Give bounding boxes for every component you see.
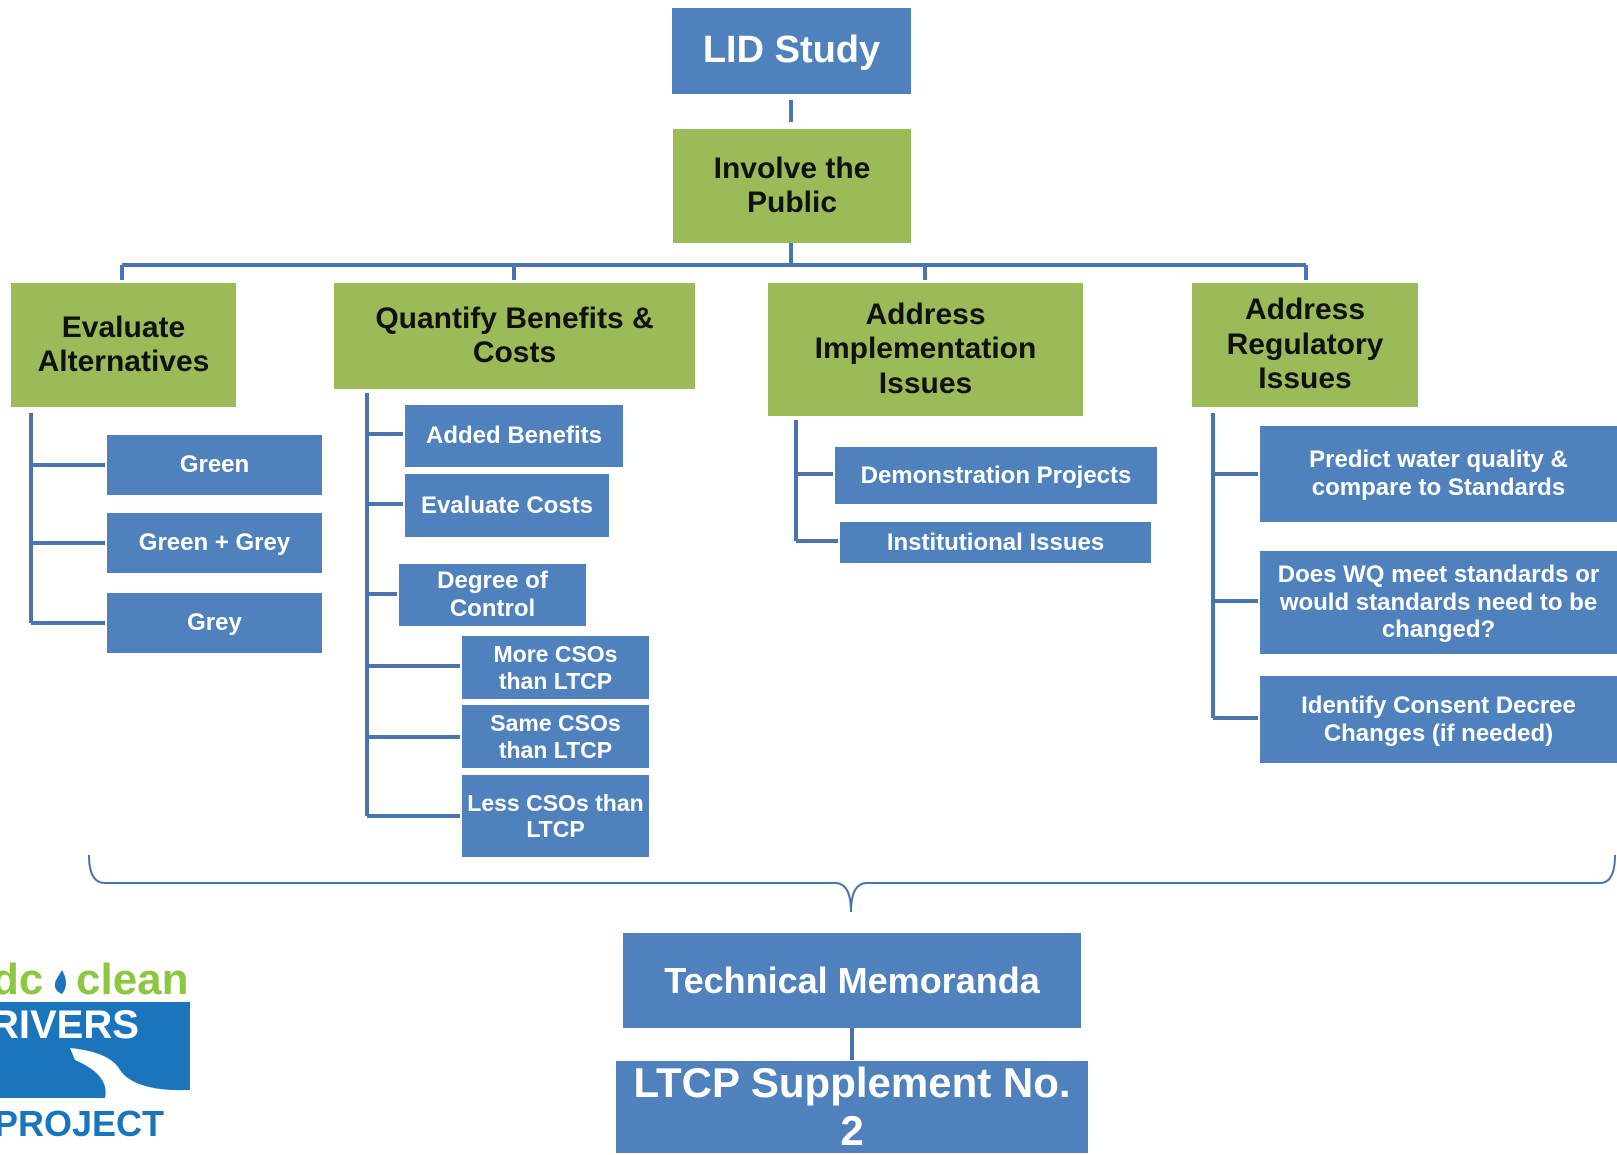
list-item: Green: [107, 435, 322, 495]
sub-list-item: Same CSOs than LTCP: [462, 705, 649, 768]
item-label: Green: [179, 451, 250, 479]
sub-list-item: More CSOs than LTCP: [462, 636, 649, 699]
brace: [88, 854, 1616, 913]
item-label: Evaluate Costs: [420, 491, 594, 519]
list-item: Predict water quality & compare to Stand…: [1260, 426, 1617, 522]
list-item: Green + Grey: [107, 513, 322, 573]
sub-list-item: Less CSOs than LTCP: [462, 775, 649, 857]
branch-evaluate-alternatives: Evaluate Alternatives: [11, 283, 236, 407]
list-item: Evaluate Costs: [405, 474, 609, 537]
list-item: Added Benefits: [405, 405, 623, 467]
list-item: Does WQ meet standards or would standard…: [1260, 551, 1617, 654]
branch-title: Address Regulatory Issues: [1226, 293, 1384, 396]
lid-study-title: LID Study: [702, 29, 881, 72]
item-label: Same CSOs than LTCP: [490, 710, 621, 763]
logo-text-rivers: RIVERS: [0, 1003, 139, 1047]
involve-public-label: Involve the Public: [713, 151, 871, 220]
item-label: Green + Grey: [138, 529, 291, 557]
water-drop-icon: [54, 970, 66, 994]
river-icon: [70, 1048, 190, 1098]
lid-study-box: LID Study: [672, 8, 911, 94]
dc-clean-rivers-logo: dc clean RIVERS PROJECT: [0, 940, 200, 1144]
logo-text-dc: dc: [0, 955, 43, 1004]
item-label: Degree of Control: [437, 567, 548, 622]
list-item: Demonstration Projects: [835, 447, 1157, 504]
technical-memoranda-label: Technical Memoranda: [664, 959, 1040, 1001]
ltcp-supplement-box: LTCP Supplement No. 2: [616, 1058, 1088, 1154]
logo-text-clean: clean: [76, 955, 189, 1004]
item-label: More CSOs than LTCP: [493, 641, 618, 694]
item-label: Less CSOs than LTCP: [467, 789, 644, 842]
logo-panel: [0, 1002, 190, 1098]
item-label: Identify Consent Decree Changes (if need…: [1301, 691, 1576, 747]
item-label: Predict water quality & compare to Stand…: [1309, 446, 1568, 501]
list-item: Degree of Control: [399, 564, 586, 626]
ltcp-supplement-label: LTCP Supplement No. 2: [633, 1058, 1071, 1154]
branch-title: Evaluate Alternatives: [37, 310, 210, 379]
item-label: Grey: [187, 609, 242, 637]
branch-implementation-issues: Address Implementation Issues: [768, 283, 1083, 416]
list-item: Institutional Issues: [840, 522, 1151, 563]
list-item: Grey: [107, 593, 322, 653]
branch-quantify-benefits-costs: Quantify Benefits & Costs: [334, 283, 695, 389]
involve-public-box: Involve the Public: [673, 129, 911, 243]
item-label: Does WQ meet standards or would standard…: [1277, 561, 1600, 644]
branch-regulatory-issues: Address Regulatory Issues: [1192, 283, 1418, 407]
technical-memoranda-box: Technical Memoranda: [623, 933, 1081, 1028]
item-label: Added Benefits: [425, 422, 602, 450]
item-label: Demonstration Projects: [860, 461, 1132, 489]
item-label: Institutional Issues: [886, 528, 1105, 556]
logo-text-project: PROJECT: [0, 1103, 164, 1140]
branch-title: Quantify Benefits & Costs: [375, 301, 654, 370]
branch-title: Address Implementation Issues: [814, 297, 1037, 400]
list-item: Identify Consent Decree Changes (if need…: [1260, 676, 1617, 763]
